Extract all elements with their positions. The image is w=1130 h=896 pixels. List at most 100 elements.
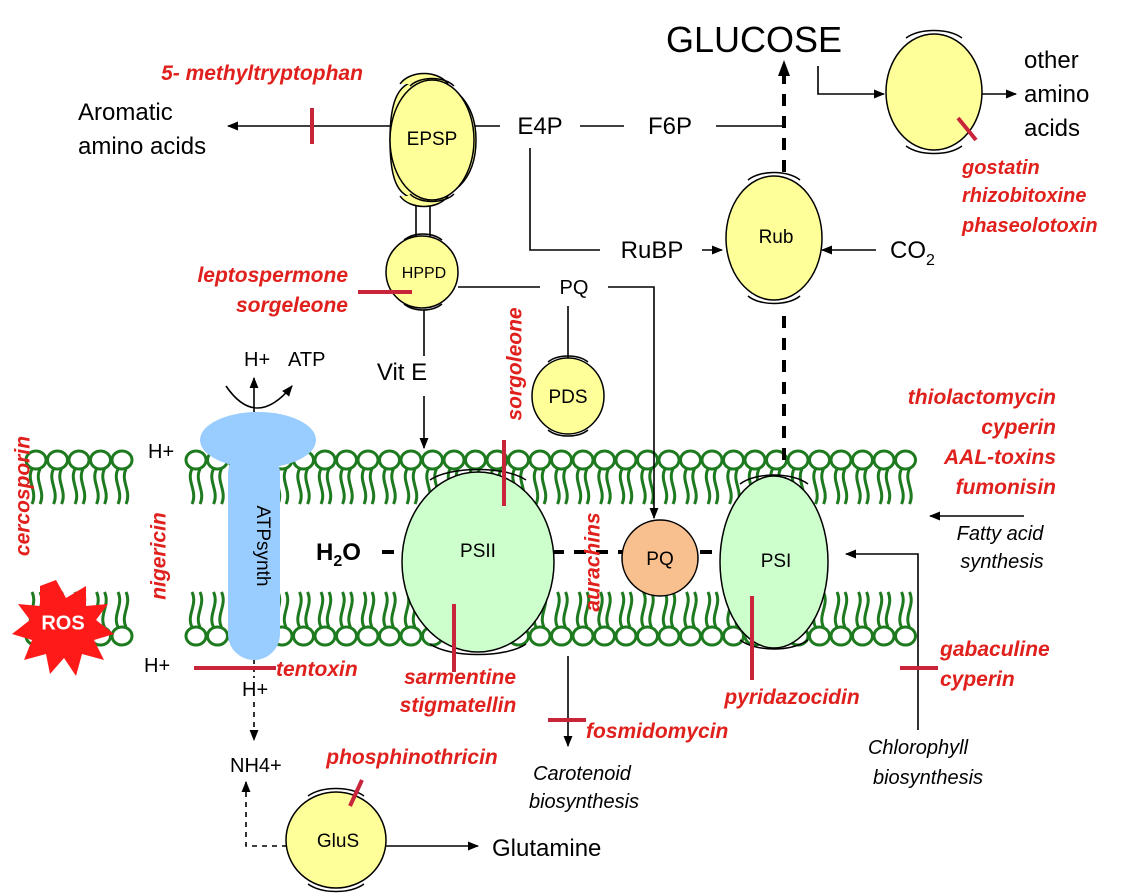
phospholipid bbox=[829, 591, 853, 647]
fatty-acid-line1: Fatty acid bbox=[957, 523, 1045, 545]
h-plus-left-bottom: H+ bbox=[144, 655, 170, 677]
other-amino-acids-line3: acids bbox=[1024, 115, 1080, 142]
inhibitor-phaseolotoxin: phaseolotoxin bbox=[961, 215, 1098, 237]
phospholipid bbox=[636, 449, 659, 505]
hppd-enzyme: HPPD bbox=[385, 233, 459, 311]
inhibitor-sorgeleone-hppd: sorgeleone bbox=[236, 294, 348, 317]
phospholipid bbox=[399, 449, 423, 505]
inhibitor-methyltryptophan: 5- methyltryptophan bbox=[161, 62, 363, 85]
atp-synthase: ATPsynth bbox=[200, 412, 316, 660]
inhibitor-sorgoleone-vertical: sorgoleone bbox=[504, 307, 527, 421]
phospholipid bbox=[593, 591, 616, 647]
pds-enzyme: PDS bbox=[531, 355, 605, 437]
phospholipid bbox=[313, 449, 337, 505]
psi-complex: PSI bbox=[719, 474, 829, 650]
pq-complex-label: PQ bbox=[646, 549, 673, 570]
phospholipid bbox=[657, 449, 681, 505]
phospholipid bbox=[356, 449, 380, 505]
phospholipid bbox=[679, 591, 702, 647]
phospholipid bbox=[110, 591, 134, 647]
vit-e-label: Vit E bbox=[377, 359, 427, 386]
aromatic-amino-acids-line1: Aromatic bbox=[78, 99, 173, 126]
e4p-label: E4P bbox=[517, 113, 562, 140]
h-plus-below-atp: H+ bbox=[242, 679, 268, 701]
phospholipid bbox=[657, 591, 681, 647]
phospholipid bbox=[851, 591, 874, 647]
phospholipid bbox=[808, 449, 831, 505]
epsp-enzyme: EPSP bbox=[389, 72, 477, 208]
phospholipid bbox=[851, 449, 874, 505]
phospholipid bbox=[378, 449, 401, 505]
phospholipid bbox=[679, 449, 702, 505]
inhibitor-fosmidomycin: fosmidomycin bbox=[586, 720, 728, 743]
psii-complex: PSII bbox=[401, 468, 555, 656]
glus-label: GluS bbox=[317, 831, 359, 852]
phospholipid bbox=[872, 449, 896, 505]
pq-top-label: PQ bbox=[560, 277, 589, 299]
phospholipid bbox=[593, 449, 616, 505]
phospholipid bbox=[378, 591, 401, 647]
co2-subscript: 2 bbox=[926, 252, 935, 269]
phospholipid bbox=[614, 591, 638, 647]
chlorophyll-line2: biosynthesis bbox=[873, 767, 983, 789]
phospholipid bbox=[184, 591, 208, 647]
phospholipid bbox=[636, 591, 659, 647]
inhibitor-gabaculine: gabaculine bbox=[939, 638, 1050, 661]
phospholipid bbox=[872, 591, 896, 647]
hppd-label: HPPD bbox=[402, 265, 446, 282]
phospholipid bbox=[184, 449, 208, 505]
chlorophyll-line1: Chlorophyll bbox=[868, 737, 969, 759]
phospholipid bbox=[206, 591, 229, 647]
rub-label: Rub bbox=[759, 227, 794, 248]
phospholipid bbox=[292, 591, 315, 647]
ros-burst: ROS bbox=[12, 580, 114, 676]
phospholipid bbox=[67, 449, 91, 505]
rub-enzyme: Rub bbox=[725, 171, 823, 305]
epsp-label: EPSP bbox=[407, 129, 458, 150]
inhibitor-stigmatellin: stigmatellin bbox=[400, 694, 517, 717]
inhibitor-thiolactomycin: thiolactomycin bbox=[908, 386, 1056, 409]
carotenoid-line1: Carotenoid bbox=[533, 763, 632, 785]
carotenoid-line2: biosynthesis bbox=[529, 791, 639, 813]
phospholipid bbox=[550, 591, 573, 647]
phospholipid bbox=[829, 449, 853, 505]
inhibitor-tentoxin: tentoxin bbox=[276, 658, 358, 681]
phospholipid bbox=[313, 591, 337, 647]
phospholipid bbox=[894, 591, 917, 647]
f6p-label: F6P bbox=[648, 113, 692, 140]
phospholipid bbox=[614, 449, 638, 505]
pds-label: PDS bbox=[548, 387, 587, 408]
ros-label: ROS bbox=[41, 612, 84, 634]
inhibitor-sarmentine: sarmentine bbox=[404, 666, 516, 689]
inhibitor-nigericin: nigericin bbox=[148, 512, 171, 600]
inhibitor-aurachins: aurachins bbox=[582, 512, 605, 611]
glutamine-label: Glutamine bbox=[492, 835, 601, 862]
phospholipid bbox=[356, 591, 380, 647]
inhibitor-aal-toxins: AAL-toxins bbox=[943, 446, 1056, 469]
fatty-acid-line2: synthesis bbox=[960, 551, 1043, 573]
co2-main: CO bbox=[890, 237, 926, 264]
inhibitor-cercosporin: cercosporin bbox=[12, 436, 35, 556]
phospholipid bbox=[571, 449, 595, 505]
inhibitor-gostatin: gostatin bbox=[961, 157, 1040, 179]
phospholipid bbox=[700, 591, 724, 647]
inhibitor-fumonisin: fumonisin bbox=[956, 476, 1056, 499]
atp-label: ATP bbox=[288, 349, 325, 371]
atpsynth-label: ATPsynth bbox=[252, 506, 273, 587]
h2o-main: H bbox=[316, 539, 333, 566]
h-plus-left-top: H+ bbox=[148, 441, 174, 463]
pq-complex: PQ bbox=[621, 519, 699, 597]
glucose-label: GLUCOSE bbox=[666, 19, 842, 60]
nh4-label: NH4+ bbox=[230, 755, 282, 777]
aromatic-amino-acids-line2: amino acids bbox=[78, 133, 206, 160]
inhibitor-pyridazocidin: pyridazocidin bbox=[723, 686, 859, 709]
co2-label: CO2 bbox=[890, 237, 935, 269]
h2o-subscript: 2 bbox=[333, 553, 342, 570]
glus-enzyme: GluS bbox=[285, 787, 387, 893]
rubp-label: RuBP bbox=[621, 237, 684, 264]
inhibitor-cyperin-bottom: cyperin bbox=[940, 668, 1015, 691]
phospholipid bbox=[335, 591, 358, 647]
phospholipid bbox=[335, 449, 358, 505]
inhibitor-rhizobitoxine: rhizobitoxine bbox=[962, 185, 1086, 207]
